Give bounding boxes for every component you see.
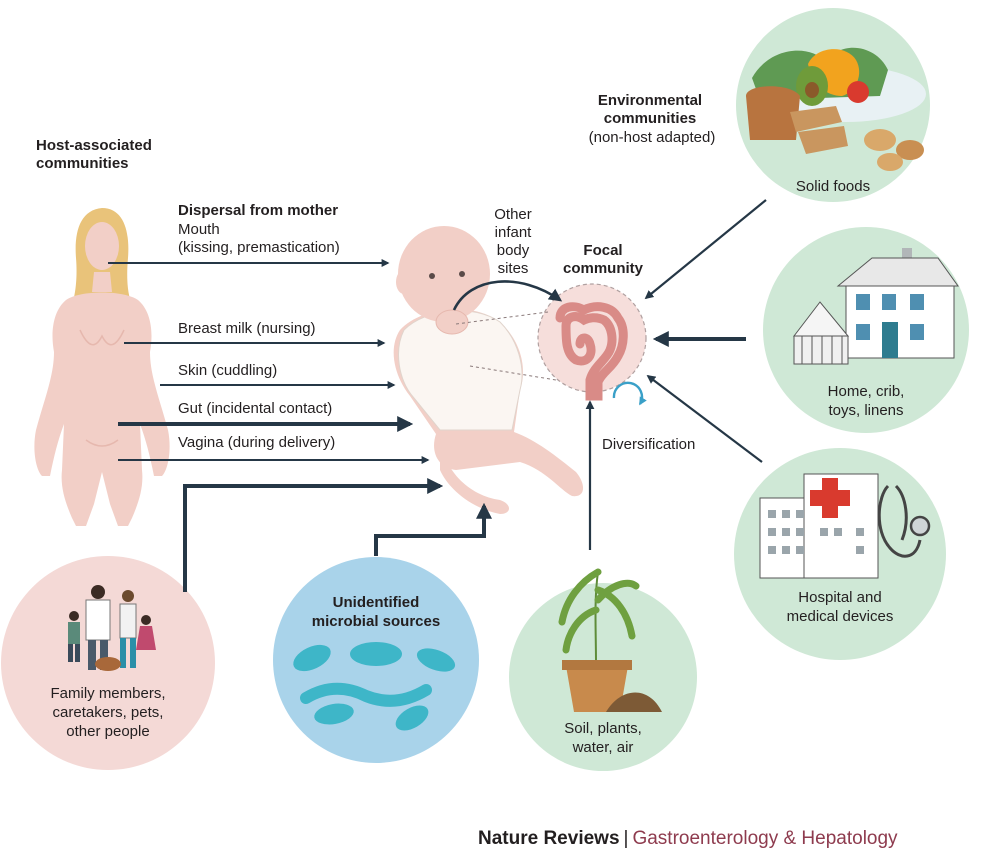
solid-foods-label: Solid foods — [795, 178, 871, 195]
house-icon — [792, 248, 959, 365]
mouth-label: Mouth (kissing, premastication) — [178, 221, 340, 257]
solid-foods-arrow — [644, 199, 767, 300]
focal-label-line-1: Focal — [583, 242, 623, 259]
other-sites-line-1: Other — [494, 206, 532, 223]
woman-figure-icon — [34, 208, 170, 526]
footer-section: Gastroenterology & Hepatology — [632, 828, 898, 849]
unidentified-label: Unidentified microbial sources — [296, 593, 456, 631]
host-heading-line-2: communities — [36, 155, 129, 172]
env-heading-line-1: Environmental — [597, 92, 703, 109]
footer-journal: Nature Reviews — [478, 828, 620, 849]
home-label-line-2: toys, linens — [828, 402, 904, 419]
footer-separator: | — [623, 828, 629, 849]
diversification-arrow — [612, 381, 647, 406]
other-sites-label: Other infant body sites — [484, 206, 542, 278]
vagina-label: Vagina (during delivery) — [178, 434, 336, 451]
host-heading: Host-associated communities — [36, 137, 152, 173]
hospital-arrow — [646, 374, 763, 463]
diversification-label: Diversification — [602, 436, 696, 453]
food-icon — [746, 47, 926, 171]
plant-icon — [558, 568, 662, 712]
intestine-icon — [555, 302, 628, 401]
soil-label-line-2: water, air — [572, 739, 634, 756]
focal-link-line-bottom — [469, 365, 557, 381]
skin-label: Skin (cuddling) — [178, 362, 278, 379]
unidentified-label-line-2: microbial sources — [311, 613, 441, 630]
footer-credit: Nature Reviews|Gastroenterology & Hepato… — [478, 828, 898, 850]
dispersal-heading: Dispersal from mother — [178, 202, 339, 219]
family-label: Family members, caretakers, pets, other … — [28, 684, 188, 741]
family-label-line-2: caretakers, pets, — [52, 704, 164, 721]
hospital-label: Hospital and medical devices — [764, 588, 916, 626]
other-sites-line-2: infant — [494, 224, 532, 241]
unidentified-label-line-1: Unidentified — [332, 594, 420, 611]
env-heading-line-2: communities — [603, 110, 697, 127]
focal-label-line-2: community — [562, 260, 643, 277]
family-label-line-3: other people — [66, 723, 150, 740]
home-label-line-1: Home, crib, — [827, 383, 905, 400]
other-sites-line-3: body — [496, 242, 530, 259]
focal-label: Focal community — [560, 242, 646, 278]
soil-label-line-1: Soil, plants, — [564, 720, 642, 737]
hospital-icon — [759, 473, 931, 579]
other-sites-line-4: sites — [497, 260, 529, 277]
unidentified-arrow — [374, 502, 492, 556]
mouth-label-line-1: Mouth — [178, 221, 220, 238]
family-label-line-1: Family members, — [50, 685, 166, 702]
hospital-label-line-1: Hospital and — [798, 589, 882, 606]
other-sites-arrow — [452, 280, 563, 311]
env-heading: Environmental communities — [592, 92, 708, 128]
baby-figure-icon — [393, 226, 584, 514]
microbe-icon — [293, 642, 456, 731]
mouth-label-line-2: (kissing, premastication) — [178, 239, 340, 256]
breast-milk-label: Breast milk (nursing) — [178, 320, 316, 337]
home-label: Home, crib, toys, linens — [800, 382, 932, 420]
family-arrow — [183, 478, 444, 592]
env-subheading: (non-host adapted) — [588, 129, 716, 146]
host-heading-line-1: Host-associated — [36, 137, 152, 154]
family-icon — [68, 585, 156, 671]
gut-label: Gut (incidental contact) — [178, 400, 333, 417]
soil-label: Soil, plants, water, air — [543, 719, 663, 757]
hospital-label-line-2: medical devices — [786, 608, 894, 625]
